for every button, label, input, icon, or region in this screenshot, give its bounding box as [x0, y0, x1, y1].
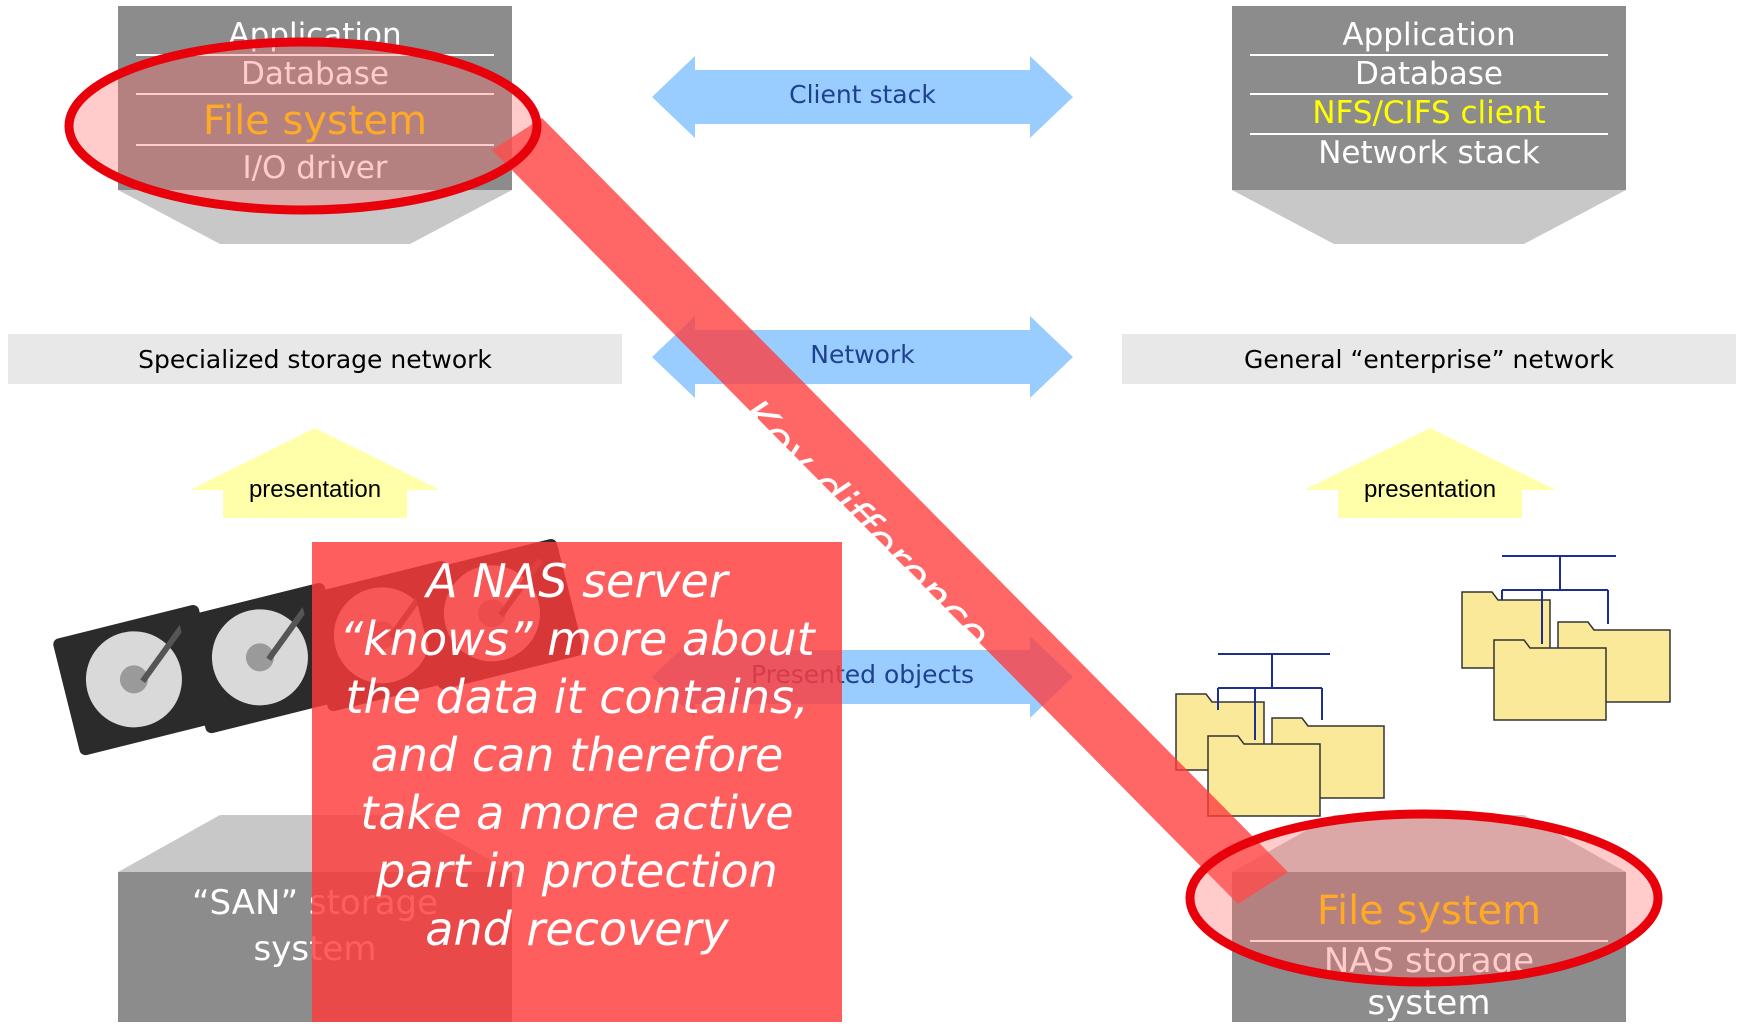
folder-icon	[1175, 693, 1385, 817]
enterprise-network: General “enterprise” network	[1122, 334, 1736, 384]
right-stack-funnel	[1232, 190, 1626, 244]
folder-icon-2	[1461, 591, 1671, 721]
left-stack-io-driver: I/O driver	[242, 150, 388, 186]
nas-file-system-label: File system	[1316, 888, 1542, 934]
divider	[1250, 940, 1608, 942]
divider	[1250, 93, 1608, 95]
right-stack-network-stack: Network stack	[1318, 135, 1540, 171]
left-client-stack: Application Database File system I/O dri…	[118, 6, 512, 190]
callout-box	[312, 542, 842, 1022]
right-client-stack: Application Database NFS/CIFS client Net…	[1232, 6, 1626, 190]
callout-text: A NAS server “knows” more about the data…	[339, 554, 815, 956]
nas-storage-top	[1232, 815, 1626, 872]
right-stack-application: Application	[1342, 17, 1516, 53]
specialized-storage-network: Specialized storage network	[8, 334, 622, 384]
file-system-highlight-left	[64, 37, 542, 215]
divider	[136, 144, 494, 146]
client-stack-arrow	[652, 56, 1073, 138]
divider	[136, 93, 494, 95]
network-label: Network	[810, 340, 915, 369]
right-stack-nfs-cifs-client: NFS/CIFS client	[1312, 95, 1546, 131]
left-stack-file-system: File system	[202, 98, 428, 144]
presentation-arrow-right	[1304, 428, 1556, 518]
divider	[1250, 54, 1608, 56]
key-difference-band	[492, 118, 1288, 904]
right-stack-database: Database	[1355, 56, 1503, 92]
folder-tree-icon-2	[1501, 555, 1616, 624]
divider	[1250, 133, 1608, 135]
folder-tree-lines-front	[1217, 688, 1256, 740]
nas-storage-box	[1232, 872, 1626, 1022]
file-system-highlight-right	[1185, 809, 1663, 987]
presentation-label-left: presentation	[248, 476, 382, 503]
presentation-arrow-left	[190, 428, 440, 518]
client-stack-label: Client stack	[789, 80, 936, 109]
left-stack-database: Database	[241, 56, 389, 92]
divider	[136, 54, 494, 56]
presentation-label-right: presentation	[1363, 476, 1497, 503]
